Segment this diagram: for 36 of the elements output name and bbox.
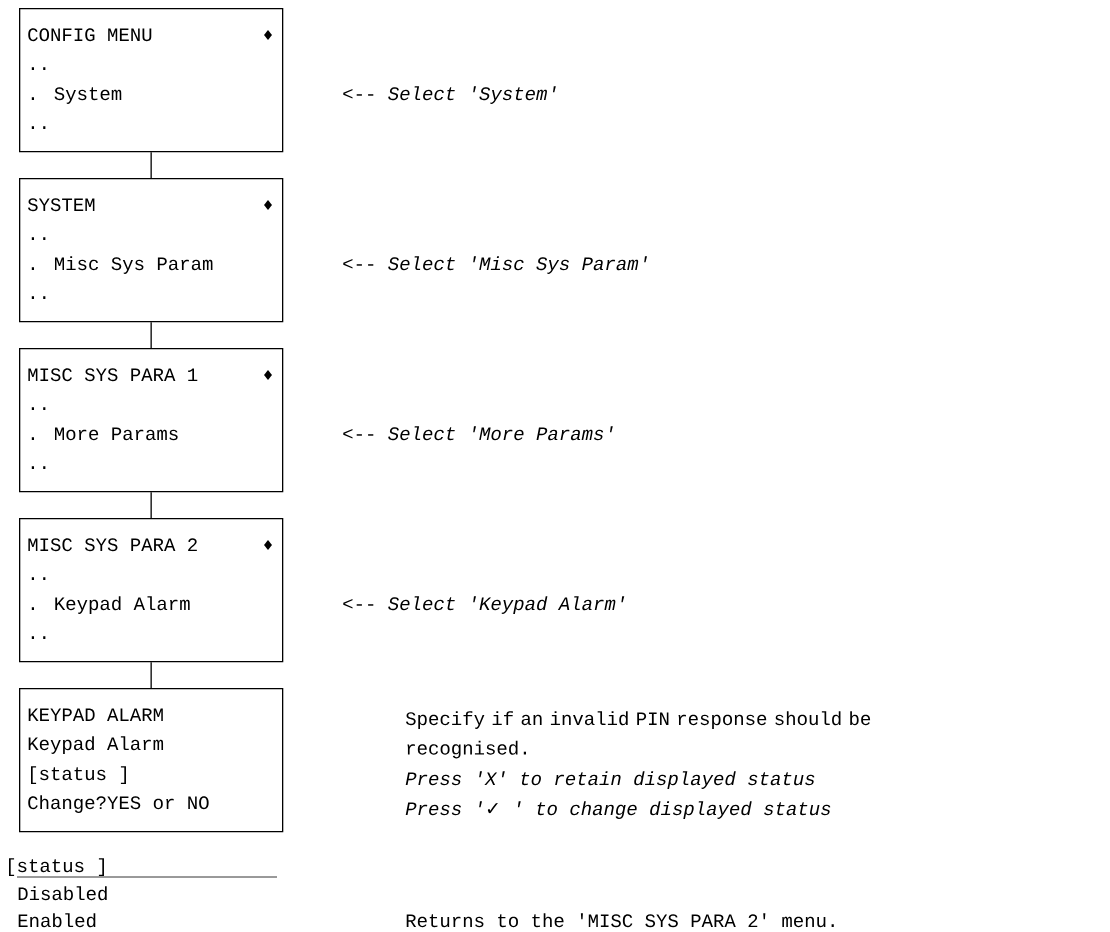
instruction-text: <-- Select 'Misc Sys Param' <box>343 256 648 274</box>
node-label: MISC SYS PARA 1 <box>28 368 198 382</box>
option-text: Enabled <box>18 913 96 928</box>
instruction-text: <-- Select 'More Params' <box>343 426 613 441</box>
node-label: .. <box>31 466 46 470</box>
node-label: .. <box>31 67 46 70</box>
node-label: .. <box>31 636 46 640</box>
node-label: .. <box>31 296 46 300</box>
node-label: .. <box>31 407 46 411</box>
instruction-text: <-- Select 'System' <box>343 86 556 104</box>
node-label: CONFIG MENU <box>28 28 152 42</box>
menu-screen-box: KEYPAD ALARM Keypad Alarm [status ] Change?YES or NO <box>19 688 284 833</box>
connector-line <box>150 491 152 519</box>
menu-screen-box: CONFIG MENU .. . System .. <box>19 8 284 153</box>
node-label: . More Params <box>31 427 178 441</box>
connector-line <box>150 661 152 689</box>
node-label: . System <box>31 87 122 104</box>
node-label: SYSTEM <box>27 198 95 212</box>
node-label: .. <box>31 126 46 129</box>
node-label: .. <box>31 237 46 240</box>
menu-screen-box: MISC SYS PARA 2 .. . Keypad Alarm .. <box>19 518 284 663</box>
connector-line <box>150 151 152 179</box>
node-label: . Misc Sys Param <box>31 256 213 274</box>
menu-screen-box: MISC SYS PARA 1 .. . More Params .. <box>19 348 284 493</box>
menu-screen-box: SYSTEM .. . Misc Sys Param .. <box>19 178 284 323</box>
instruction-text: Press '✓ ' to change displayed status <box>405 801 831 819</box>
node-label: . Keypad Alarm <box>31 596 190 614</box>
instruction-text: <-- Select 'Keypad Alarm' <box>343 596 625 614</box>
description-text: Specify if an invalid PIN response should be recognised. <box>405 711 871 759</box>
instruction-text: Press 'X' to retain displayed status <box>405 771 815 789</box>
node-label: MISC SYS PARA 2 <box>28 538 197 552</box>
status-field: [status ] <box>9 858 278 878</box>
node-label: .. <box>31 577 46 581</box>
connector-line <box>150 321 152 349</box>
option-text: Disabled <box>18 886 107 901</box>
description-text: Returns to the 'MISC SYS PARA 2' menu. <box>406 913 834 928</box>
